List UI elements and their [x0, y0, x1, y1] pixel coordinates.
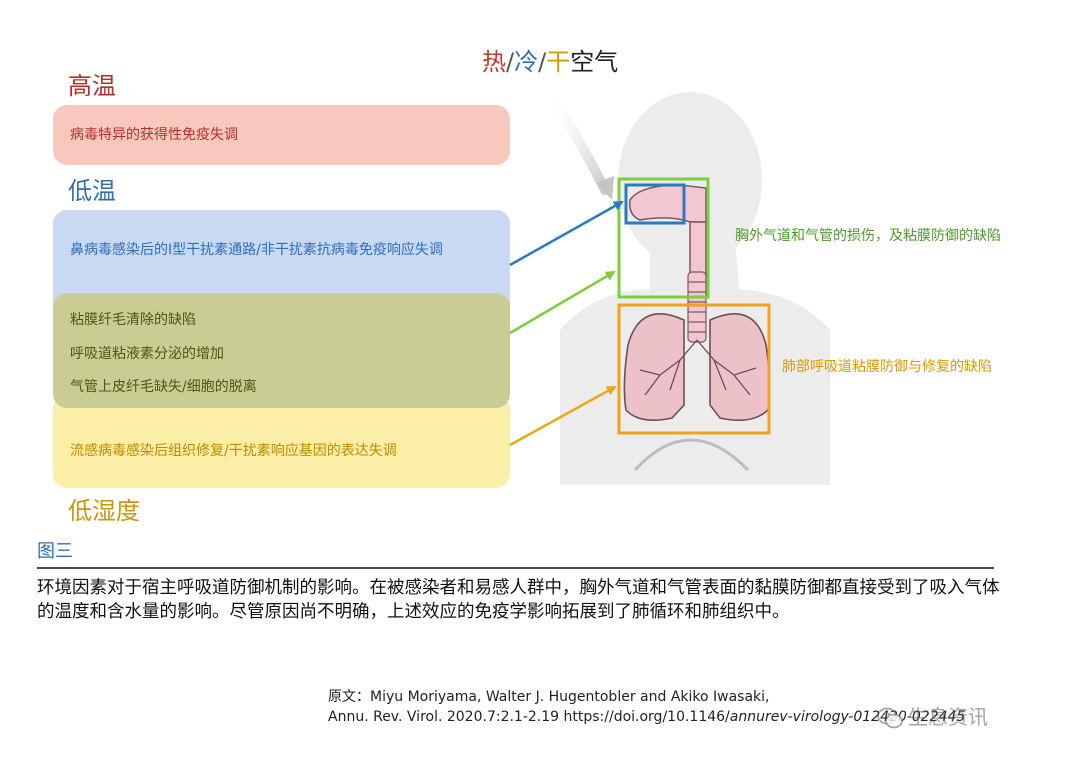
mucosal-effect-1: 粘膜纤毛清除的缺陷 [70, 312, 196, 328]
low-temp-effect: 鼻病毒感染后的I型干扰素通路/非干扰素抗病毒免疫响应失调 [70, 242, 443, 258]
upper-airway [628, 184, 707, 276]
chest-outline [633, 438, 750, 472]
lungs [623, 313, 771, 421]
nasal-frame [624, 183, 686, 225]
mucosal-effects-box [53, 293, 510, 408]
source-doi-suffix: annurev-virology-012420-022445 [729, 709, 966, 725]
mucosal-effect-2: 呼吸道粘液素分泌的增加 [70, 346, 224, 362]
figure-caption: 环境因素对于宿主呼吸道防御机制的影响。在被感染者和易感人群中，胸外气道和气管表面… [37, 578, 1000, 622]
green-arrow [509, 270, 616, 335]
figure-divider [37, 567, 994, 569]
title-slash-2: / [538, 48, 547, 76]
low-temp-heading: 低温 [68, 177, 116, 205]
inhaled-air-arrow [543, 85, 610, 195]
upper-airway-annotation: 胸外气道和气管的损伤，及粘膜防御的缺陷 [735, 228, 1001, 244]
yellow-arrow [509, 385, 617, 447]
source-doi-prefix: Annu. Rev. Virol. 2020.7:2.1-2.19 https:… [328, 709, 730, 725]
air-condition-title: 热/冷/干空气 [482, 48, 618, 76]
bronchi [639, 339, 757, 396]
source-line-2: Annu. Rev. Virol. 2020.7:2.1-2.19 https:… [328, 708, 965, 726]
source-line-1: 原文：Miyu Moriyama, Walter J. Hugentobler … [328, 689, 770, 705]
high-temp-box [53, 105, 510, 165]
figure-label: 图三 [37, 541, 73, 562]
upper-airway-frame [617, 177, 710, 299]
low-humidity-box [53, 395, 510, 488]
trachea [687, 271, 707, 343]
lung-frame [617, 303, 771, 435]
watermark-text: 生息资讯 [908, 705, 988, 729]
inhaled-air-arrowhead [596, 176, 614, 200]
blue-arrow [509, 200, 624, 267]
title-cold: 冷 [514, 48, 539, 76]
title-air: 空气 [570, 48, 619, 76]
low-humidity-heading: 低湿度 [68, 497, 140, 525]
mucosal-effect-3: 气管上皮纤毛缺失/细胞的脱离 [70, 379, 257, 395]
high-temp-effect: 病毒特异的获得性免疫失调 [70, 127, 238, 143]
wechat-icon [877, 707, 903, 729]
title-slash-1: / [506, 48, 515, 76]
high-temp-heading: 高温 [68, 72, 116, 100]
lung-annotation: 肺部呼吸道粘膜防御与修复的缺陷 [782, 359, 992, 375]
low-humidity-effect: 流感病毒感染后组织修复/干扰素响应基因的表达失调 [70, 443, 397, 459]
title-dry: 干 [546, 48, 571, 76]
title-hot: 热 [482, 48, 506, 76]
